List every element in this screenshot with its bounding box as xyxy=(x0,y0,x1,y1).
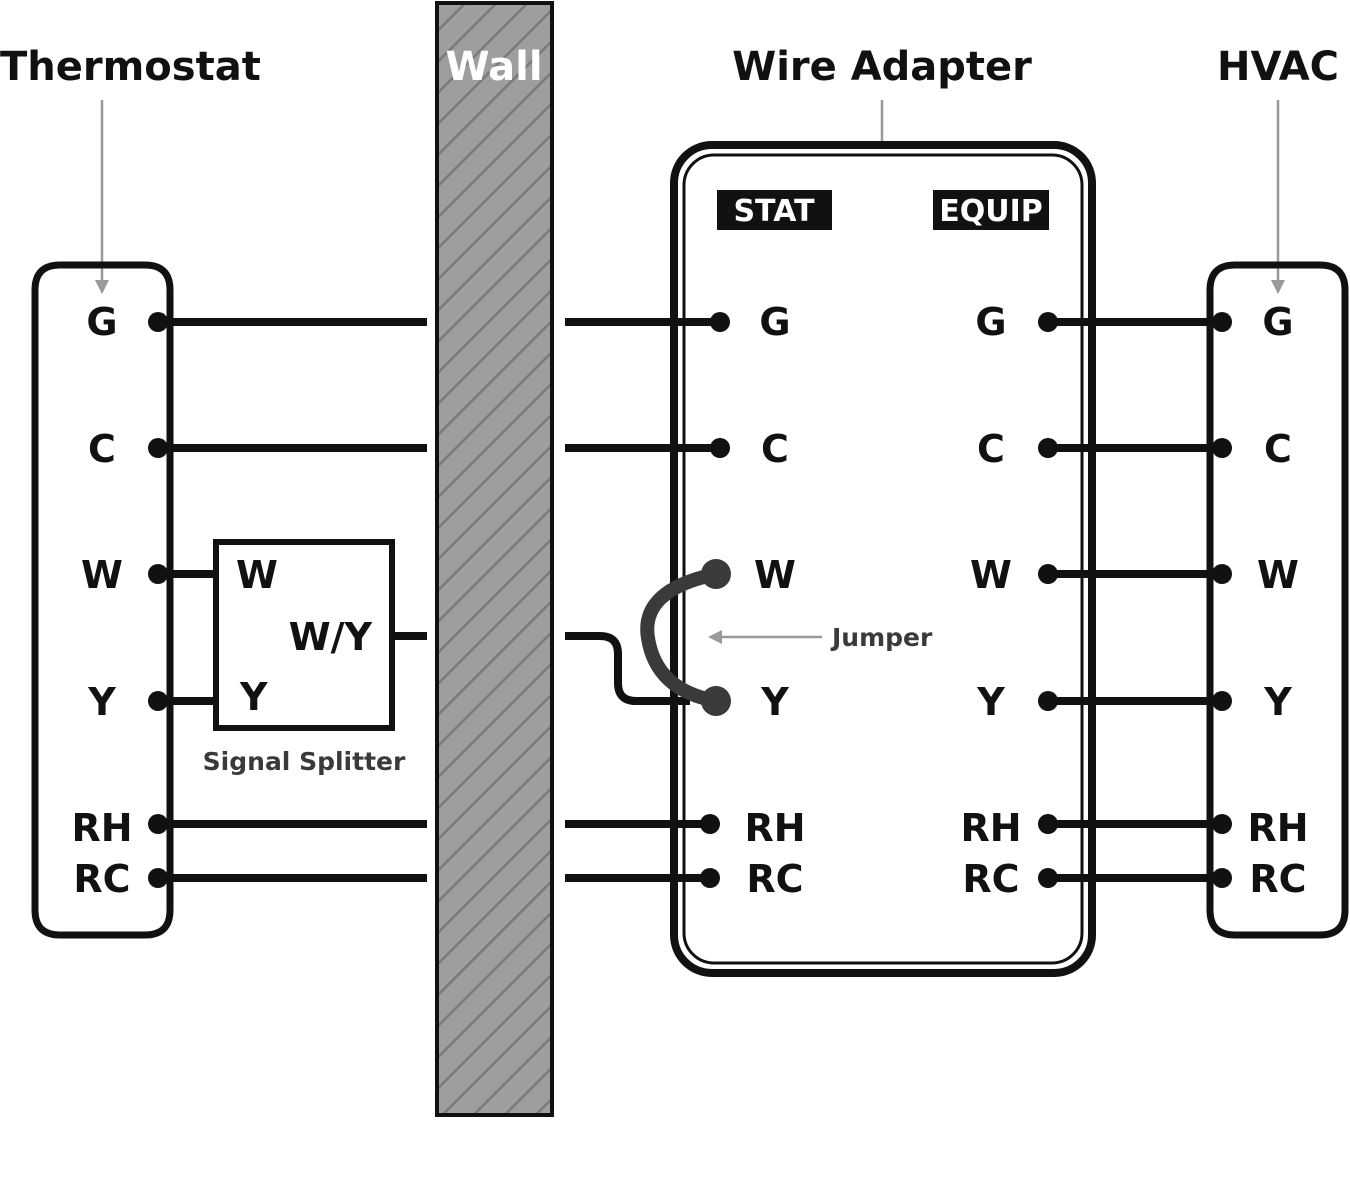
hvac-terminal-g: G xyxy=(1262,300,1293,344)
stat-terminal-w: W xyxy=(754,553,796,597)
thermostat-title: Thermostat xyxy=(0,44,261,90)
jumper-pointer xyxy=(708,630,822,644)
equip-hvac-wires xyxy=(1038,312,1232,888)
stat-terminal-c: C xyxy=(761,427,789,471)
adapter-title: Wire Adapter xyxy=(732,44,1032,90)
splitter-in-y: Y xyxy=(239,675,268,719)
thermostat-terminal-rc: RC xyxy=(73,857,130,901)
equip-badge xyxy=(933,190,1049,230)
thermostat-dots xyxy=(148,312,168,888)
stat-terminal-g: G xyxy=(759,300,790,344)
stat-terminal-y: Y xyxy=(760,680,789,724)
thermostat-box xyxy=(31,261,174,939)
thermostat-pointer xyxy=(95,100,109,294)
hvac-box xyxy=(1206,261,1349,939)
stat-terminal-rh: RH xyxy=(744,806,805,850)
thermostat-terminal-w: W xyxy=(81,553,123,597)
adapter-stat-wires xyxy=(565,312,730,888)
stat-badge-label: STAT xyxy=(733,194,815,229)
thermostat-terminals: G C W Y RH RC xyxy=(71,300,132,901)
hvac-title: HVAC xyxy=(1217,44,1339,90)
thermostat-terminal-g: G xyxy=(86,300,117,344)
equip-terminal-rh: RH xyxy=(960,806,1021,850)
equip-terminal-rc: RC xyxy=(962,857,1019,901)
jumper-label: Jumper xyxy=(830,623,933,652)
signal-splitter-box xyxy=(213,539,395,731)
thermostat-terminal-rh: RH xyxy=(71,806,132,850)
stat-terminal-rc: RC xyxy=(746,857,803,901)
hvac-terminal-w: W xyxy=(1257,553,1299,597)
equip-terminals: G C W Y RH RC xyxy=(960,300,1021,901)
splitter-label: Signal Splitter xyxy=(203,747,406,776)
stat-badge xyxy=(717,190,832,230)
wall-label: Wall xyxy=(445,44,542,90)
wall xyxy=(435,1,554,1117)
jumper xyxy=(640,559,731,716)
hvac-terminal-c: C xyxy=(1264,427,1292,471)
adapter-outer-box xyxy=(670,141,1096,977)
thermostat-terminal-c: C xyxy=(88,427,116,471)
equip-badge-label: EQUIP xyxy=(939,194,1043,229)
adapter-inner-box xyxy=(682,153,1084,965)
hvac-terminal-rc: RC xyxy=(1249,857,1306,901)
stat-terminals: G C W Y RH RC xyxy=(744,300,805,901)
equip-terminal-w: W xyxy=(970,553,1012,597)
splitter-out-wy: W/Y xyxy=(289,615,373,659)
hvac-terminal-rh: RH xyxy=(1247,806,1308,850)
hvac-terminal-y: Y xyxy=(1263,680,1292,724)
hvac-pointer xyxy=(1271,100,1285,294)
thermostat-wires xyxy=(158,318,427,882)
equip-terminal-g: G xyxy=(975,300,1006,344)
hvac-terminals: G C W Y RH RC xyxy=(1247,300,1308,901)
thermostat-terminal-y: Y xyxy=(87,680,116,724)
equip-terminal-y: Y xyxy=(976,680,1005,724)
splitter-in-w: W xyxy=(236,553,278,597)
equip-terminal-c: C xyxy=(977,427,1005,471)
